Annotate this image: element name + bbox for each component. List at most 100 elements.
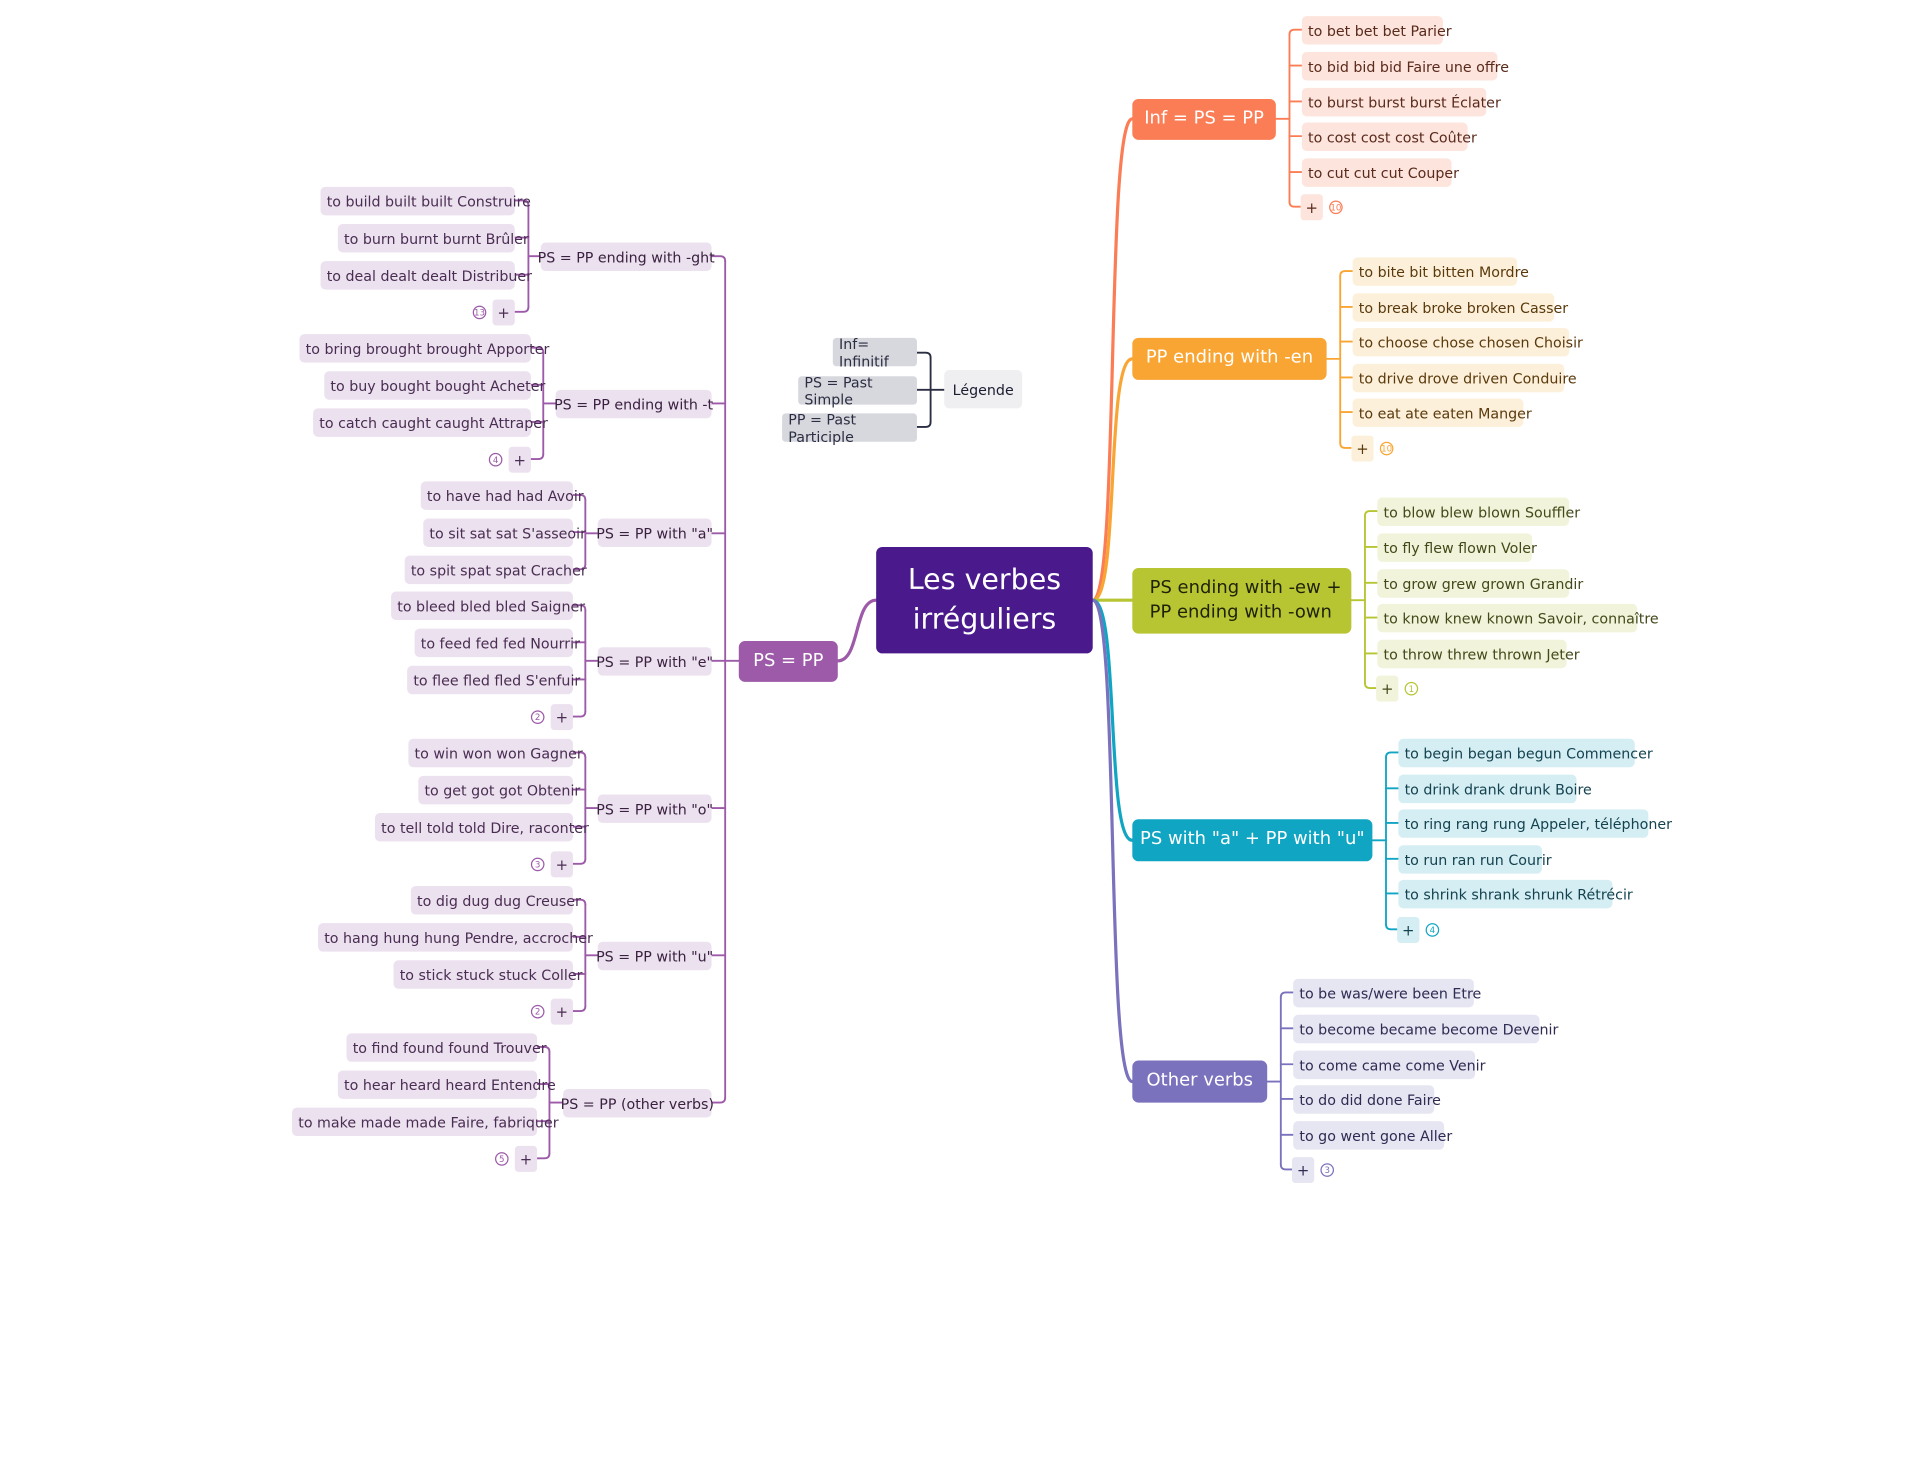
expand-button[interactable]: + bbox=[508, 446, 531, 473]
connector-line bbox=[710, 1096, 727, 1104]
hidden-count-badge[interactable]: 3 bbox=[1320, 1163, 1335, 1177]
subtopic-ght[interactable]: PS = PP ending with -ght bbox=[538, 242, 715, 272]
branch-pp-en[interactable]: PP ending with -en bbox=[1132, 337, 1327, 380]
leaf-verb[interactable]: to build built built Construire bbox=[320, 186, 531, 216]
hidden-count-badge[interactable]: 10 bbox=[1329, 200, 1343, 215]
leaf-verb[interactable]: to feed fed fed Nourrir bbox=[414, 628, 580, 658]
leaf-verb[interactable]: to bet bet bet Parier bbox=[1301, 16, 1452, 45]
leaf-verb[interactable]: to spit spat spat Cracher bbox=[404, 555, 587, 585]
branch-ps-ew-pp-own[interactable]: PS ending with -ew + PP ending with -own bbox=[1132, 568, 1352, 634]
leaf-verb[interactable]: to run ran run Courir bbox=[1398, 845, 1552, 874]
leaf-verb[interactable]: to drive drove driven Conduire bbox=[1352, 363, 1577, 393]
expand-button[interactable]: + bbox=[492, 299, 515, 326]
leaf-verb[interactable]: to bid bid bid Faire une offre bbox=[1301, 51, 1509, 81]
leaf-verb[interactable]: to bleed bled bled Saigner bbox=[391, 591, 585, 620]
leaf-verb[interactable]: to win won won Gagner bbox=[408, 738, 583, 768]
hidden-count-badge[interactable]: 4 bbox=[488, 452, 503, 467]
connector-line bbox=[916, 351, 932, 359]
hidden-count-badge[interactable]: 2 bbox=[530, 710, 545, 724]
leaf-verb[interactable]: to begin began begun Commencer bbox=[1398, 738, 1653, 768]
leaf-verb[interactable]: to catch caught caught Attraper bbox=[313, 408, 548, 437]
connector-line bbox=[1385, 923, 1400, 931]
leaf-verb[interactable]: to bite bit bitten Mordre bbox=[1352, 257, 1529, 286]
expand-button[interactable]: + bbox=[550, 704, 573, 731]
leaf-verb[interactable]: to burst burst burst Éclater bbox=[1301, 87, 1501, 117]
expand-button[interactable]: + bbox=[1291, 1157, 1315, 1184]
subtopic-u[interactable]: PS = PP with "u" bbox=[596, 941, 713, 971]
leaf-verb[interactable]: to go went gone Aller bbox=[1293, 1121, 1452, 1150]
branch-ps-a-pp-u[interactable]: PS with "a" + PP with "u" bbox=[1132, 819, 1373, 862]
leaf-verb[interactable]: to find found found Trouver bbox=[346, 1033, 547, 1062]
expand-button[interactable]: + bbox=[1351, 435, 1374, 462]
connector-line bbox=[1091, 598, 1134, 1084]
leaf-verb[interactable]: to sit sat sat S'asseoir bbox=[423, 518, 586, 547]
leaf-verb[interactable]: to buy bought bought Acheter bbox=[324, 371, 545, 400]
leaf-verb[interactable]: to cut cut cut Couper bbox=[1301, 158, 1459, 187]
leaf-verb[interactable]: to eat ate eaten Manger bbox=[1352, 398, 1532, 427]
leaf-verb[interactable]: to grow grew grown Grandir bbox=[1377, 569, 1583, 598]
connector-line bbox=[572, 494, 587, 501]
leaf-verb[interactable]: to fly flew flown Voler bbox=[1377, 533, 1537, 562]
legend-item-infinitive[interactable]: Inf= Infinitif bbox=[832, 335, 917, 369]
leaf-verb[interactable]: to hang hung hung Pendre, accrocher bbox=[318, 923, 593, 952]
legend-item-past-participle[interactable]: PP = Past Participle bbox=[782, 410, 917, 445]
leaf-verb[interactable]: to do did done Faire bbox=[1293, 1085, 1441, 1114]
expand-button[interactable]: + bbox=[1376, 675, 1399, 702]
leaf-verb[interactable]: to shrink shrank shrunk Rétrécir bbox=[1398, 879, 1633, 909]
subtopic-e[interactable]: PS = PP with "e" bbox=[596, 647, 713, 676]
leaf-verb[interactable]: to ring rang rung Appeler, téléphoner bbox=[1398, 809, 1672, 838]
connector-line bbox=[572, 751, 587, 759]
leaf-verb[interactable]: to break broke broken Casser bbox=[1352, 293, 1568, 322]
hidden-count-badge[interactable]: 3 bbox=[530, 857, 545, 872]
leaf-verb[interactable]: to flee fled fled S'enfuir bbox=[407, 665, 580, 695]
branch-inf-ps-pp[interactable]: Inf = PS = PP bbox=[1132, 99, 1276, 140]
subtopic-o[interactable]: PS = PP with "o" bbox=[596, 794, 713, 823]
subtopic-other[interactable]: PS = PP (other verbs) bbox=[561, 1089, 714, 1118]
leaf-verb[interactable]: to make made made Faire, fabriquer bbox=[292, 1107, 559, 1137]
subtopic-a[interactable]: PS = PP with "a" bbox=[596, 518, 713, 547]
connector-line bbox=[1091, 357, 1134, 602]
leaf-verb[interactable]: to come came come Venir bbox=[1293, 1050, 1485, 1080]
leaf-verb[interactable]: to dig dug dug Creuser bbox=[410, 886, 581, 915]
connector-line bbox=[1364, 510, 1379, 517]
hidden-count-badge[interactable]: 2 bbox=[530, 1004, 545, 1019]
hidden-count-badge[interactable]: 4 bbox=[1425, 923, 1440, 937]
leaf-verb[interactable]: to know knew known Savoir, connaître bbox=[1377, 603, 1659, 633]
branch-ps-equals-pp[interactable]: PS = PP bbox=[738, 641, 838, 682]
leaf-verb[interactable]: to deal dealt dealt Distribuer bbox=[320, 261, 532, 290]
leaf-verb[interactable]: to blow blew blown Souffler bbox=[1377, 497, 1580, 526]
leaf-verb[interactable]: to bring brought brought Apporter bbox=[299, 334, 549, 363]
leaf-verb[interactable]: to stick stuck stuck Coller bbox=[393, 960, 582, 989]
hidden-count-badge[interactable]: 5 bbox=[494, 1152, 509, 1166]
subtopic-t[interactable]: PS = PP ending with -t bbox=[554, 389, 713, 419]
hidden-count-badge[interactable]: 10 bbox=[1379, 441, 1394, 456]
hidden-count-badge[interactable]: 13 bbox=[472, 305, 487, 320]
leaf-verb[interactable]: to choose chose chosen Choisir bbox=[1352, 327, 1583, 357]
branch-other-verbs[interactable]: Other verbs bbox=[1132, 1060, 1268, 1103]
leaf-verb[interactable]: to become became become Devenir bbox=[1293, 1014, 1558, 1044]
leaf-verb[interactable]: to throw threw thrown Jeter bbox=[1377, 639, 1580, 669]
expand-button[interactable]: + bbox=[550, 998, 573, 1025]
expand-button[interactable]: + bbox=[1300, 194, 1323, 221]
expand-button[interactable]: + bbox=[514, 1145, 538, 1172]
connector-line bbox=[513, 305, 530, 313]
leaf-verb[interactable]: to get got got Obtenir bbox=[418, 775, 580, 805]
root-title: Les verbes irréguliers bbox=[907, 564, 1062, 637]
leaf-verb[interactable]: to tell told told Dire, raconter bbox=[374, 813, 589, 842]
legend-title[interactable]: Légende bbox=[944, 370, 1023, 409]
expand-button[interactable]: + bbox=[1397, 916, 1420, 943]
legend-item-past-simple[interactable]: PS = Past Simple bbox=[798, 373, 917, 408]
hidden-count-badge[interactable]: 1 bbox=[1404, 681, 1419, 696]
leaf-verb[interactable]: to drink drank drunk Boire bbox=[1398, 774, 1592, 804]
leaf-verb[interactable]: to hear heard heard Entendre bbox=[337, 1070, 556, 1099]
leaf-verb[interactable]: to have had had Avoir bbox=[420, 481, 584, 510]
leaf-verb[interactable]: to burn burnt burnt Brûler bbox=[337, 223, 529, 253]
connector-line bbox=[1288, 28, 1303, 36]
leaf-verb[interactable]: to be was/were been Etre bbox=[1293, 978, 1481, 1008]
leaf-verb[interactable]: to cost cost cost Coûter bbox=[1301, 122, 1477, 151]
expand-button[interactable]: + bbox=[550, 851, 573, 878]
connector-line bbox=[536, 1045, 551, 1053]
connector-line bbox=[1339, 270, 1354, 277]
root-topic[interactable]: Les verbes irréguliers bbox=[876, 546, 1093, 654]
